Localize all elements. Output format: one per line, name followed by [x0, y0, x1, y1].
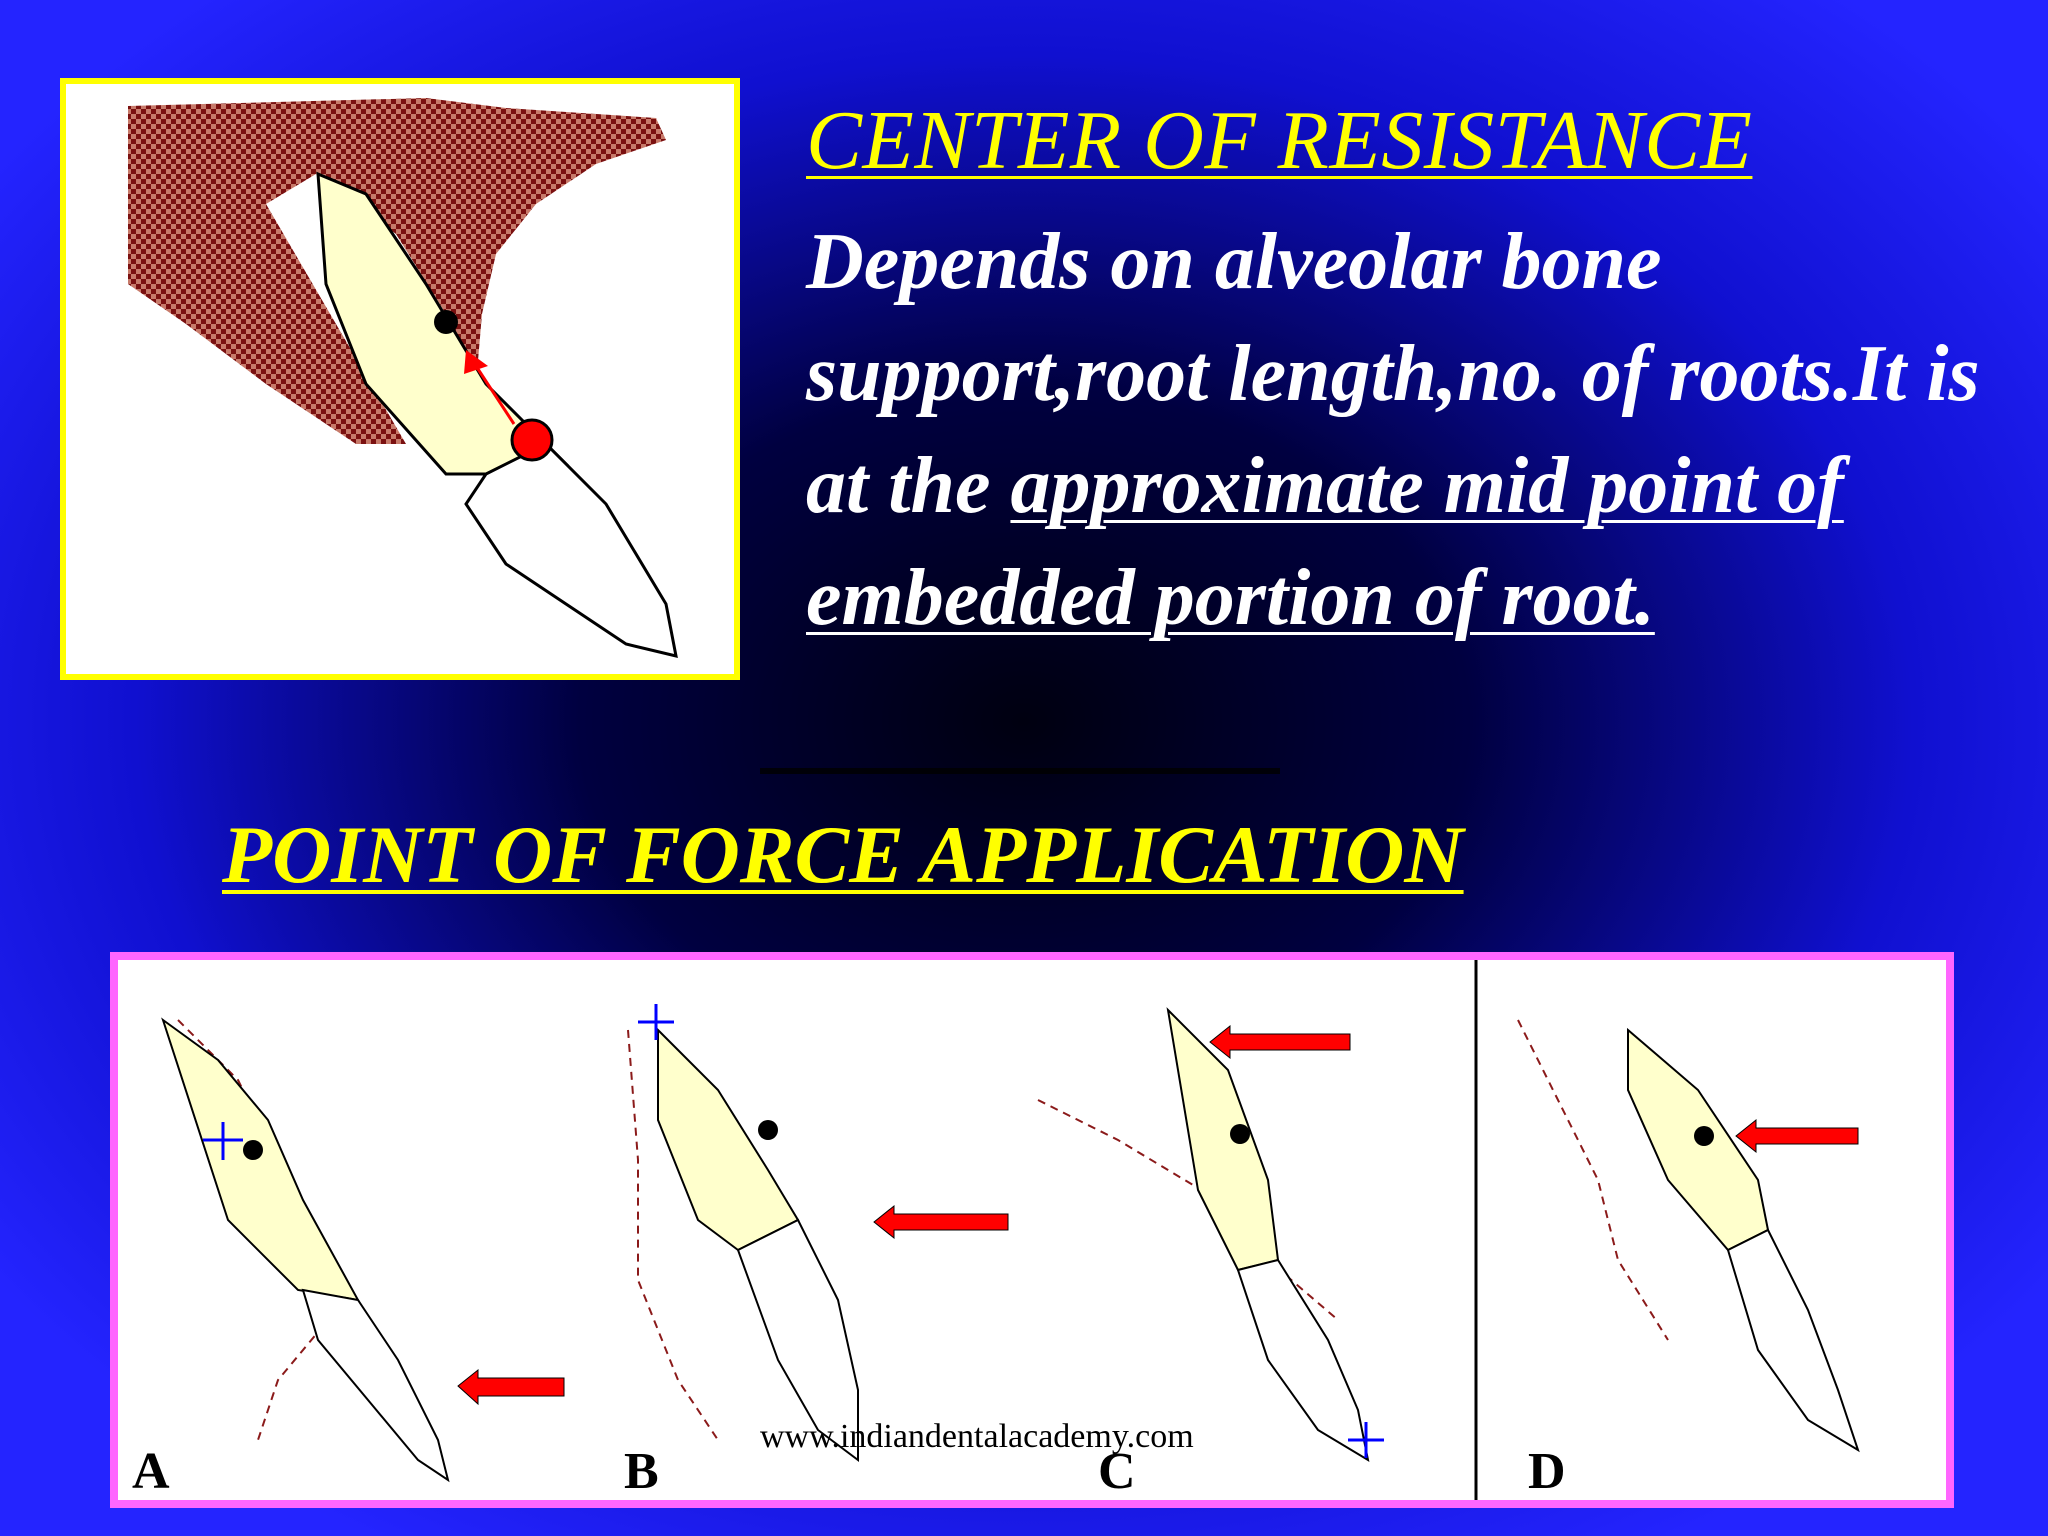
force-application-panels: A B C D: [110, 952, 1954, 1508]
panel-a-force-arrow: [457, 1368, 565, 1406]
panel-b-label: B: [624, 1443, 659, 1500]
force-arrowhead: [464, 350, 488, 374]
panel-c-drawing: [1037, 1007, 1384, 1463]
panel-a-label: A: [132, 1443, 170, 1500]
center-of-resistance-dot: [434, 310, 458, 334]
center-of-resistance-title: CENTER OF RESISTANCE: [806, 94, 1753, 187]
description-plain-text: Depends on alveolar bone support,root le…: [806, 218, 1980, 530]
panel-b-force-arrow: [873, 1204, 1009, 1240]
panel-a-drawing: [161, 1017, 565, 1483]
panel-b-drawing: [627, 1004, 1009, 1462]
website-watermark: www.indiandentalacademy.com: [760, 1418, 1194, 1455]
alveolar-bone: [128, 98, 666, 444]
description-underlined-text: approximate mid point of embedded portio…: [806, 442, 1844, 642]
panel-c-label: C: [1098, 1443, 1136, 1500]
panel-d-label: D: [1528, 1443, 1566, 1500]
tooth-diagram: [128, 98, 678, 659]
center-of-resistance-description: Depends on alveolar bone support,root le…: [806, 206, 2006, 654]
force-application-diagram: [161, 960, 1860, 1500]
center-of-resistance-figure: [60, 78, 740, 680]
tooth-crown: [464, 442, 678, 659]
panel-c-force-arrow: [1209, 1024, 1351, 1060]
point-of-force-application-title: POINT OF FORCE APPLICATION: [222, 809, 1464, 900]
panel-d-drawing: [1517, 1019, 1860, 1453]
panel-d-force-arrow: [1735, 1118, 1859, 1154]
force-application-point: [510, 418, 554, 462]
